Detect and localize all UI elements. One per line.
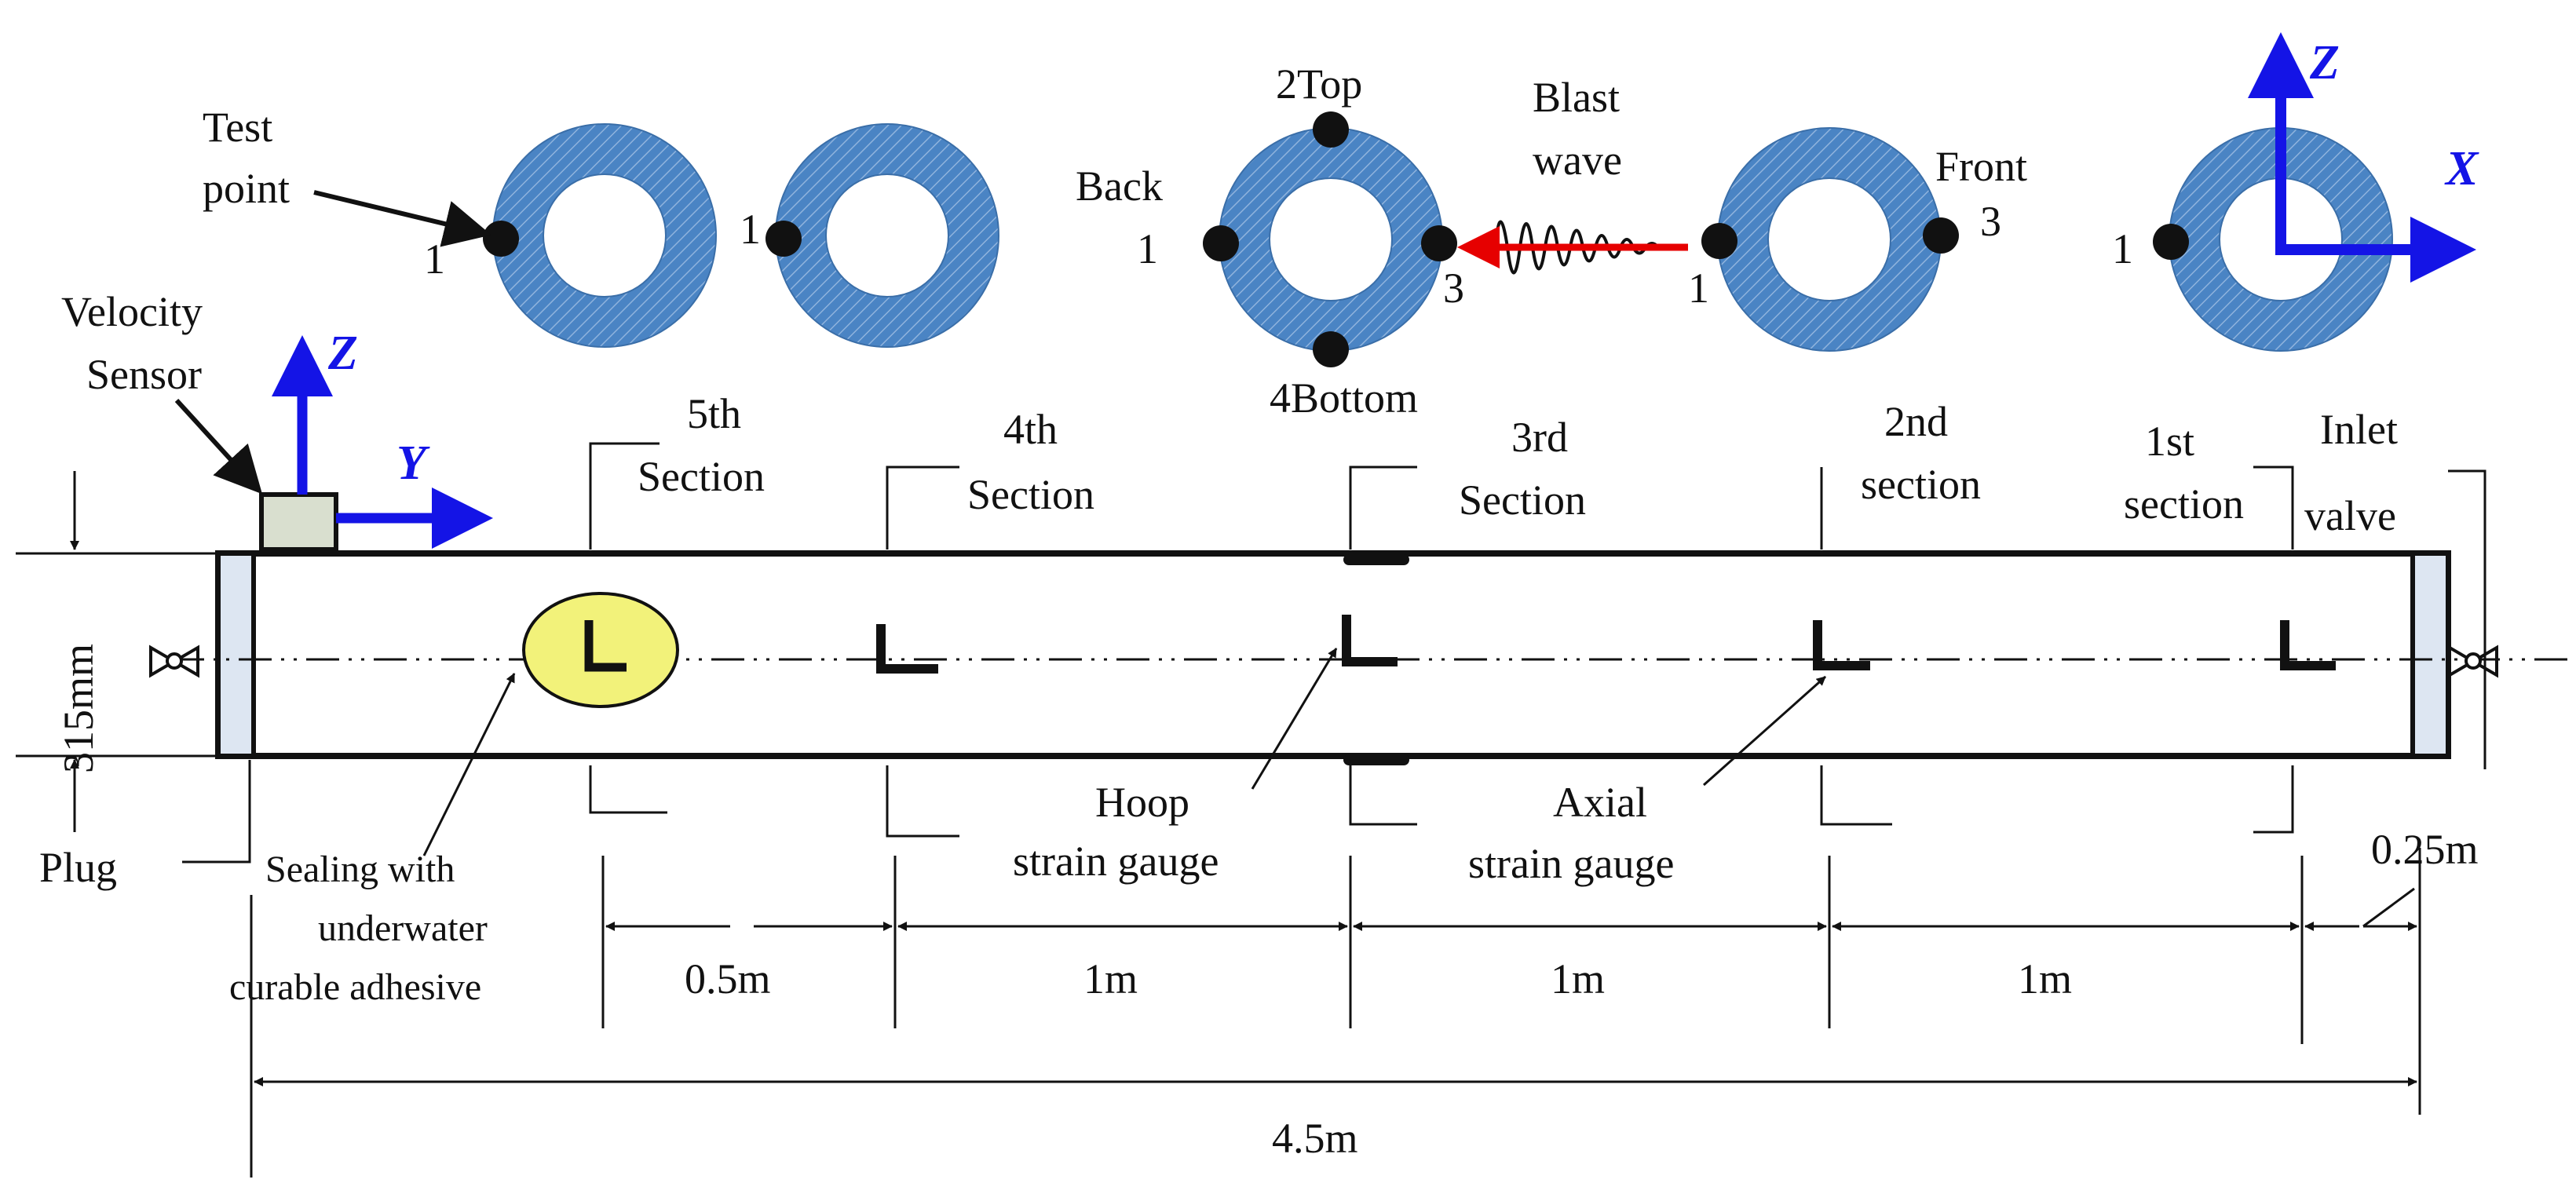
- section-1-label-2: section: [2124, 480, 2244, 528]
- dimension-1m-a: 1m: [1083, 955, 1138, 1002]
- test-point-1-ring-4: [765, 221, 802, 257]
- blast-wave-label-1: Blast: [1533, 74, 1620, 121]
- test-point-bottom: [1313, 331, 1349, 367]
- inlet-valve-label-2: valve: [2304, 492, 2396, 539]
- strain-gauge-section-2-icon: [1813, 620, 1870, 670]
- cross-section-ring-3: [1219, 127, 1443, 352]
- test-point-number-ring-4: 1: [740, 206, 761, 253]
- test-point-3-ring-2: [1923, 217, 1959, 254]
- left-valve-icon: [149, 644, 199, 678]
- strain-gauge-section-3-icon: [1342, 615, 1398, 666]
- axis-z-label-top: Z: [2309, 36, 2340, 89]
- dimension-1m-c: 1m: [2018, 955, 2072, 1002]
- axes-xz: [2248, 32, 2476, 283]
- axial-gauge-label-1: Axial: [1553, 779, 1647, 826]
- dimension-0-5m: 0.5m: [685, 955, 771, 1002]
- dimension-1m-b: 1m: [1551, 955, 1605, 1002]
- section-5-label-2: Section: [638, 453, 765, 500]
- right-plug: [2410, 551, 2450, 758]
- hoop-gauge-label-2: strain gauge: [1013, 838, 1219, 885]
- dimension-total-4-5m: 4.5m: [1272, 1115, 1358, 1162]
- inlet-valve-label-1: Inlet: [2320, 406, 2398, 453]
- left-plug: [216, 551, 256, 758]
- strain-gauge-section-4-icon: [876, 624, 938, 674]
- sealing-label-3: curable adhesive: [229, 966, 481, 1008]
- sealing-ellipse: [522, 592, 679, 708]
- velocity-sensor-box: [259, 492, 338, 552]
- strain-gauge-section-1-icon: [2280, 620, 2336, 670]
- ring-2-point-1-number: 1: [1688, 265, 1709, 312]
- position-back-number: 1: [1137, 225, 1158, 272]
- sealing-label-1: Sealing with: [265, 849, 455, 890]
- axis-z-label-left: Z: [327, 327, 358, 380]
- position-bottom-label: 4Bottom: [1270, 374, 1418, 422]
- ring-2-point-3-number: 3: [1980, 198, 2001, 245]
- sealing-leader: [422, 673, 516, 856]
- test-point-number-ring-5: 1: [424, 236, 445, 283]
- cross-section-ring-5: [492, 123, 717, 348]
- test-point-top: [1313, 111, 1349, 148]
- test-point-label-2: point: [203, 165, 290, 212]
- test-point-label-1: Test: [203, 104, 272, 151]
- section-3-label-1: 3rd: [1511, 414, 1568, 461]
- section-1-label-1: 1st: [2145, 418, 2194, 465]
- plug-leader: [182, 760, 251, 864]
- cross-section-ring-2: [1717, 127, 1942, 352]
- section-2-label-1: 2nd: [1884, 398, 1948, 445]
- dimension-extension-lines: [250, 848, 2421, 1178]
- right-valve-icon: [2448, 644, 2498, 678]
- plug-label: Plug: [39, 844, 117, 891]
- blast-wave-label-2: wave: [1533, 137, 1622, 184]
- section-4-label-2: Section: [967, 471, 1094, 518]
- axial-gauge-label-2: strain gauge: [1468, 840, 1674, 887]
- position-back-label: Back: [1076, 162, 1163, 210]
- section-4-label-1: 4th: [1003, 406, 1058, 453]
- test-point-leader-arrow: [313, 190, 491, 247]
- test-point-1-ring-2: [1701, 223, 1737, 259]
- axial-gauge-leader: [1703, 675, 1826, 787]
- test-point-front: [1421, 225, 1457, 261]
- axes-yz: [272, 335, 493, 549]
- axis-y-label: Y: [396, 436, 430, 490]
- test-point-back: [1203, 225, 1239, 261]
- sealing-label-2: underwater: [318, 907, 488, 949]
- test-point-1-ring-5: [483, 221, 519, 257]
- dimension-0-25m: 0.25m: [2371, 826, 2479, 873]
- section-5-label-1: 5th: [687, 390, 741, 437]
- hoop-gauge-leader: [1251, 648, 1338, 790]
- cross-section-ring-4: [775, 123, 999, 348]
- position-top-label: 2Top: [1276, 60, 1362, 108]
- section-2-label-2: section: [1861, 461, 1981, 508]
- axis-x-label: X: [2444, 142, 2479, 195]
- position-front-number-ring-3: 3: [1443, 265, 1464, 312]
- ring-1-point-1-number: 1: [2112, 225, 2133, 272]
- test-point-1-ring-1: [2153, 224, 2189, 260]
- position-front-label: Front: [1935, 143, 2027, 190]
- diameter-dimension: [16, 471, 216, 832]
- velocity-sensor-label-1: Velocity: [61, 288, 203, 335]
- hoop-gauge-label-1: Hoop: [1095, 779, 1189, 826]
- velocity-sensor-leader: [174, 398, 263, 495]
- velocity-sensor-label-2: Sensor: [86, 351, 202, 398]
- section-3-label-2: Section: [1459, 477, 1586, 524]
- diameter-label: 315mm: [55, 644, 102, 773]
- segment-dimension-arrows: [605, 887, 2417, 931]
- section-brackets: [589, 442, 2486, 838]
- sealing-strain-gauge-icon: [584, 620, 627, 672]
